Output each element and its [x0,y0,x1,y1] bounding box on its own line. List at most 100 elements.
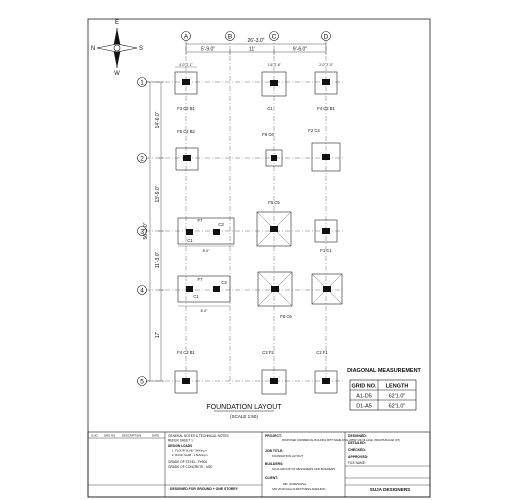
left-dimension-lines [147,81,164,382]
diagonal-row1-grid: A1-D5 [356,394,372,400]
footing-tag-f7a: F7 [198,218,204,223]
notes-line-5: 2. ROOF SLAB - 1.5kN/sq.m [172,453,208,457]
svg-text:8'-0": 8'-0" [201,309,209,313]
footing-tag-c1b: C1 [193,294,199,299]
grid-bubble-5: 5 [137,376,147,386]
grid-label-d: D [324,34,329,41]
sign-designed: DESIGNED: [348,434,367,438]
footing-a2 [175,147,199,171]
compass-label-e: E [115,20,119,26]
grid-label-b: B [228,34,232,41]
footing-tag-c3a: C3 [218,222,224,227]
footing-tag-c2f1: C2 F1 [316,350,328,355]
rev-header-drg: DRG NO. [104,434,116,438]
compass-label-s: S [139,46,143,52]
footing-d4 [311,273,343,305]
footing-a1: 4'-0" 2'-1" [174,63,198,95]
grid-bubble-3: 3 [137,226,147,236]
dim-top-span-cd: 9'-6.0" [293,47,307,53]
dim-top-span-ab: 5'-9.0" [201,47,215,53]
diagonal-title: DIAGONAL MEASUREMENT [347,368,421,374]
project-label: PROJECT: [265,434,282,438]
dim-left-span-45: 17' [155,332,161,339]
footing-d1: 2'-0" 2'-0" [314,63,338,95]
footing-a3-combined: 8'-0" [177,217,235,253]
grid-label-1: 1 [140,80,144,87]
footing-tag-c1a: C1 [187,238,193,243]
rev-header-sno: S.NO [91,434,99,438]
footing-c3 [256,211,292,247]
notes-line-4: 1. FLOOR SLAB - 3kN/sq.m [172,449,208,453]
footing-tag-c2f2: C2 F2 [262,350,274,355]
svg-text:4'-0" 2'-1": 4'-0" 2'-1" [179,63,193,67]
footing-tag-f6c6: F6 C6 [262,132,274,137]
notes-line-3: DESIGN LOADS [168,444,192,448]
grid-bubble-4: 4 [137,285,147,295]
notes-line-2: REFER SHEET 1 [168,439,193,443]
builders-label: BUILDERS: [265,462,283,466]
client-text: MR. SURESHPAL [283,482,307,486]
diagonal-row2-grid: D1-A5 [356,404,372,410]
dim-left-span-23: 13'-9.0" [155,185,161,202]
dim-left-span-12: 14'-6.0" [155,111,161,128]
diagonal-row2-length: 62'1.0" [389,404,406,410]
footing-d5 [314,370,338,394]
notes-line-1: GENERAL NOTES & TECHNICAL NOTES [168,434,229,438]
grid-bubble-b: B [225,31,235,41]
grid-label-4: 4 [140,288,144,295]
svg-text:8'-0": 8'-0" [203,249,211,253]
footing-tag-f8c6: F8 C6 [280,314,292,319]
dim-top-overall: 26'-3.0" [248,38,265,44]
job-label: JOB TITLE: [265,449,283,453]
diagonal-header-grid: GRID NO. [351,384,377,390]
footing-tag-f3c2: F3 C2 B1 [177,106,195,111]
dim-left-overall: 56'-3.0" [143,222,149,239]
footing-tag-c1: C1 [267,106,273,111]
footing-tag-f5c5: F5 C5 [268,200,280,205]
title-block [87,431,431,498]
footing-tag-f1c1: F1 C1 [320,248,332,253]
grid-label-2: 2 [140,156,144,163]
sign-approved: APPROVED: [348,455,368,459]
compass-label-n: N [91,46,95,52]
layout-title: FOUNDATION LAYOUT [206,404,282,411]
grid-bubble-2: 2 [137,153,147,163]
dim-top-span-bc: 11' [249,47,255,53]
grid-label-a: A [184,34,189,41]
notes-line-6: GRADE OF STEEL : Fe500 [168,460,207,464]
grid-bubble-1: 1 [137,77,147,87]
footing-c2 [265,149,283,167]
builders-text: SUJA GROUP OF DESIGNERS AND BUILDERS [272,467,335,471]
sign-detailed: DETAILED: [348,441,366,445]
dim-left-span-34: 11'-3.0" [155,252,161,269]
diagonal-row1-length: 62'1.0" [389,394,406,400]
footing-tag-f2c4: F2 C4 [308,128,320,133]
svg-text:2'-0" 2'-0": 2'-0" 2'-0" [319,63,333,67]
footing-c4 [257,271,293,307]
top-dimension-lines [185,41,327,55]
client-label: CLIENT: [265,476,278,480]
footing-d2 [311,142,341,172]
grid-label-5: 5 [140,379,144,386]
rev-header-date: DATE [152,434,159,438]
diagonal-measurement-table: DIAGONAL MEASUREMENT GRID NO. LENGTH A1-… [347,368,422,411]
grid-bubble-d: D [321,31,331,41]
footing-tag-f5c4: F5 C4 B2 [177,129,195,134]
grid-label-3: 3 [140,229,144,236]
footing-tag-f4c2: F4 C2 B1 [317,106,335,111]
north-compass-icon: E N S W [91,20,143,77]
svg-text:1'-6" 2'-6": 1'-6" 2'-6" [267,63,281,67]
footing-a4-combined: 8'-0" [177,275,231,313]
footing-c1: 1'-6" 2'-6" [261,63,287,97]
designed-for: DESIGNED FOR GROUND + ONE STOREY [170,487,239,491]
project-text: PROPOSED COMMERCIAL BUILDING WITH NAME A… [282,439,400,442]
footing-tag-f7b: F7 [198,277,204,282]
grid-bubble-c: C [269,31,279,41]
diagonal-header-length: LENGTH [386,384,409,390]
compass-label-w: W [114,71,120,77]
footing-tag-f4c2-row5: F4 C2 B1 [177,350,195,355]
footing-d3 [314,219,338,243]
sign-filename: FILE NAME: [348,461,366,465]
grid-label-c: C [272,34,277,41]
